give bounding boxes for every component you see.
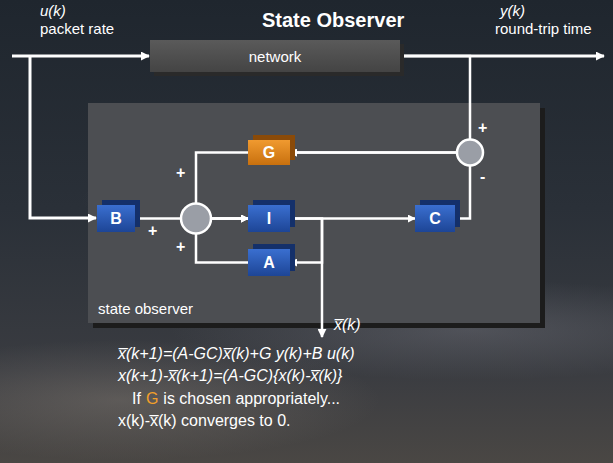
matrix-block: A: [248, 249, 290, 276]
signal-caption: packet rate: [40, 20, 114, 37]
matrix-block: B: [97, 205, 135, 232]
block-label: C: [429, 210, 441, 228]
matrix-block: C: [415, 205, 455, 232]
signal-wire: [290, 219, 322, 263]
panel-label: state observer: [98, 300, 193, 317]
sign-label: -: [480, 168, 485, 186]
note-row: If Gis chosen appropriately...: [132, 390, 340, 408]
block-label: I: [267, 210, 271, 228]
block-label: network: [249, 48, 302, 65]
input-branch-wire: [30, 56, 96, 218]
gain-block: G: [248, 140, 290, 165]
signal-name: x̅(k): [334, 316, 361, 334]
sign-label: +: [148, 222, 157, 240]
signal-name: u(k): [40, 2, 66, 19]
input-wire: [12, 55, 149, 58]
note-text: G: [146, 390, 158, 408]
equation: x(k+1)-x̅(k+1)=(A-GC){x(k)-x̅(k)}: [118, 367, 342, 385]
note-text: x(k)-x̅(k) converges to 0.: [118, 412, 290, 430]
diagram-title: State Observer: [262, 9, 404, 32]
network-box: network: [150, 40, 400, 72]
panel-layer: [88, 103, 545, 328]
signal-name: y(k): [500, 2, 525, 19]
block-label: G: [263, 144, 275, 162]
sign-label: +: [176, 164, 185, 182]
summing-junction: [457, 140, 483, 166]
observer-panel: state observer B G I A C: [88, 103, 540, 323]
note-text: is chosen appropriately...: [163, 390, 340, 408]
block-label: A: [263, 254, 275, 272]
sign-label: +: [176, 238, 185, 256]
signal-caption: round-trip time: [495, 20, 592, 37]
panel-fill: [88, 103, 540, 323]
summing-junction: [181, 204, 211, 234]
note-text: If: [132, 390, 141, 408]
integrator-block: I: [248, 205, 290, 232]
block-label: B: [110, 210, 122, 228]
sign-label: +: [478, 119, 487, 137]
equation: x̅(k+1)=(A-GC)x̅(k)+G y(k)+B u(k): [118, 345, 354, 363]
